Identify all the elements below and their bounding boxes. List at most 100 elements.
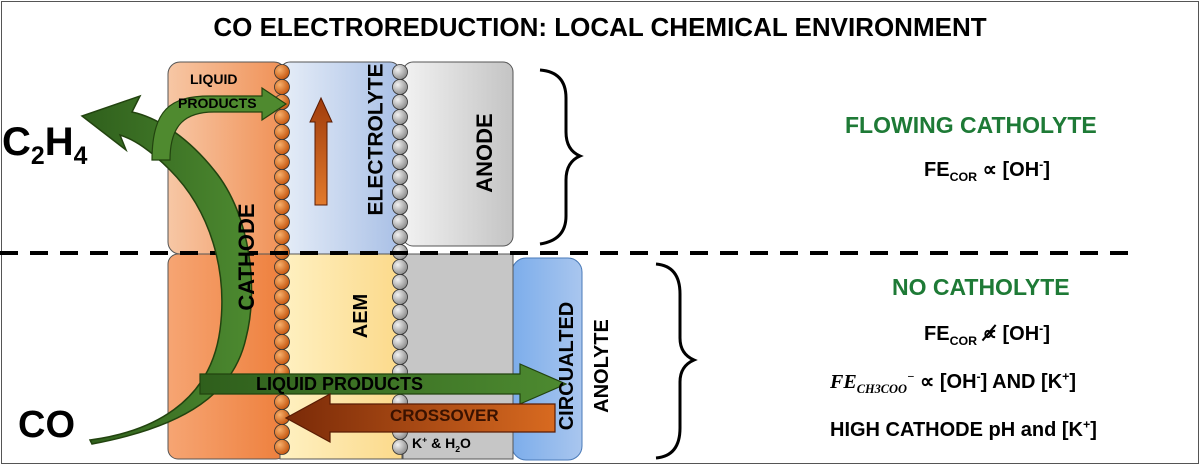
no-catholyte-heading: NO CATHOLYTE xyxy=(892,274,1070,300)
k-water-label: K+ & H2O xyxy=(412,434,471,453)
top-fe-sub: COR xyxy=(949,170,978,184)
cathode-catalyst-bead xyxy=(274,394,290,410)
anode-catalyst-bead xyxy=(392,109,408,125)
cathode-catalyst-beads xyxy=(274,64,290,455)
k-water-rest: & H xyxy=(427,435,456,451)
top-liquid-products-arrow xyxy=(151,86,288,161)
anode-catalyst-bead xyxy=(392,169,408,185)
anode-catalyst-bead xyxy=(392,124,408,140)
c2h4-h-sub: 4 xyxy=(73,143,88,170)
anolyte-label-line1: CIRCUALTED xyxy=(556,301,578,431)
co-reactant-label: CO xyxy=(18,404,75,446)
anode-catalyst-bead xyxy=(392,199,408,215)
electrolyte-flow-arrow xyxy=(309,96,333,206)
crossover-arrow xyxy=(284,392,556,444)
cathode-catalyst-bead xyxy=(274,79,290,95)
anode-catalyst-bead xyxy=(392,214,408,230)
anode-catalyst-bead xyxy=(392,94,408,110)
cathode-catalyst-bead xyxy=(274,334,290,350)
cathode-catalyst-bead xyxy=(274,139,290,155)
liquid-products-label: LIQUID PRODUCTS xyxy=(256,374,424,394)
cathode-catalyst-bead xyxy=(274,424,290,440)
co-to-c2h4-arrow xyxy=(80,94,253,445)
top-fe-close: ] xyxy=(1043,159,1050,181)
bottom-fe2-mid: ] AND [K xyxy=(980,371,1063,393)
cathode-catalyst-bead xyxy=(274,199,290,215)
c2h4-h: H xyxy=(44,120,74,164)
cathode-label: CATHODE xyxy=(234,203,259,311)
cathode-catalyst-bead xyxy=(274,169,290,185)
liquid-products-arrow xyxy=(199,363,568,405)
anode-catalyst-bead xyxy=(392,349,408,365)
top-fe-sup: - xyxy=(1039,157,1044,172)
high-cathode-close: ] xyxy=(1090,419,1097,441)
cathode-catalyst-bead xyxy=(274,124,290,140)
anode-catalyst-bead xyxy=(392,64,408,80)
cathode-catalyst-bead xyxy=(274,154,290,170)
high-cathode-sup: + xyxy=(1082,417,1091,432)
cathode-catalyst-bead xyxy=(274,229,290,245)
bottom-fe-relation-1: FECOR ∝̸ [OH-] xyxy=(924,321,1050,347)
anode-catalyst-bead xyxy=(392,274,408,290)
cathode-catalyst-bead xyxy=(274,439,290,455)
bottom-fe2-sub: CH3COO xyxy=(856,382,907,396)
crossover-label: CROSSOVER xyxy=(390,406,499,425)
bottom-fe2-sup2: - xyxy=(976,369,981,384)
bottom-fe1-main: FE xyxy=(924,323,950,345)
anode-catalyst-bead xyxy=(392,334,408,350)
anode-catalyst-bead xyxy=(392,289,408,305)
bottom-brace xyxy=(655,262,698,460)
flowing-catholyte-heading: FLOWING CATHOLYTE xyxy=(845,112,1097,138)
k-text: K xyxy=(412,435,423,451)
liquid-products-label-line1: LIQUID xyxy=(190,71,238,87)
bottom-fe2-sup3: + xyxy=(1062,369,1070,384)
high-cathode-text: HIGH CATHODE pH and [K xyxy=(830,419,1083,441)
cathode-catalyst-bead xyxy=(274,319,290,335)
bottom-fe1-sup: - xyxy=(1039,321,1044,336)
top-fe-relation: FECOR ∝ [OH-] xyxy=(924,157,1050,183)
anode-catalyst-bead xyxy=(392,79,408,95)
water-sub: 2 xyxy=(455,443,461,454)
c2h4-product-label: C2H4 xyxy=(2,120,87,169)
bottom-fe2-fe: FE xyxy=(830,371,857,393)
cathode-catalyst-bead xyxy=(274,304,290,320)
k-sup: + xyxy=(422,434,428,445)
cathode-catalyst-bead xyxy=(274,274,290,290)
bottom-fe-relation-2: FECH3COO− ∝ [OH-] AND [K+] xyxy=(830,369,1077,395)
anode-catalyst-bead xyxy=(392,139,408,155)
liquid-products-label-line2: PRODUCTS xyxy=(178,95,257,111)
c2h4-c-sub: 2 xyxy=(30,143,45,170)
bottom-fe2-close: ] xyxy=(1069,371,1077,393)
cathode-catalyst-bead xyxy=(274,349,290,365)
bottom-fe1-sub: COR xyxy=(949,334,978,348)
anode-catalyst-bead xyxy=(392,319,408,335)
anode-label: ANODE xyxy=(472,113,497,193)
anolyte-label-line2: ANOLYTE xyxy=(591,319,613,413)
cathode-catalyst-bead xyxy=(274,289,290,305)
water-o: O xyxy=(460,435,471,451)
anode-catalyst-bead xyxy=(392,229,408,245)
anode-catalyst-bead xyxy=(392,439,408,455)
high-cathode-ph-line: HIGH CATHODE pH and [K+] xyxy=(830,417,1097,441)
anode-catalyst-bead xyxy=(392,259,408,275)
cathode-catalyst-bead xyxy=(274,259,290,275)
cathode-catalyst-bead xyxy=(274,109,290,125)
aem-label: AEM xyxy=(350,293,372,339)
page-title: CO ELECTROREDUCTION: LOCAL CHEMICAL ENVI… xyxy=(213,12,987,42)
electrolyte-label: ELECTROLYTE xyxy=(364,63,388,216)
top-fe-rest: ∝ [OH xyxy=(977,159,1040,181)
top-fe-main: FE xyxy=(924,159,950,181)
bottom-fe2-sup: − xyxy=(906,369,915,384)
bottom-fe1-rest: ∝̸ [OH xyxy=(977,323,1040,345)
anode-catalyst-bead xyxy=(392,184,408,200)
anode-catalyst-bead xyxy=(392,154,408,170)
bottom-fe2-rest: ∝ [OH xyxy=(914,371,977,393)
anode-catalyst-bead xyxy=(392,304,408,320)
c2h4-c: C xyxy=(2,120,31,164)
cathode-catalyst-bead xyxy=(274,184,290,200)
cathode-catalyst-bead xyxy=(274,64,290,80)
top-brace xyxy=(539,68,584,246)
cathode-catalyst-bead xyxy=(274,214,290,230)
